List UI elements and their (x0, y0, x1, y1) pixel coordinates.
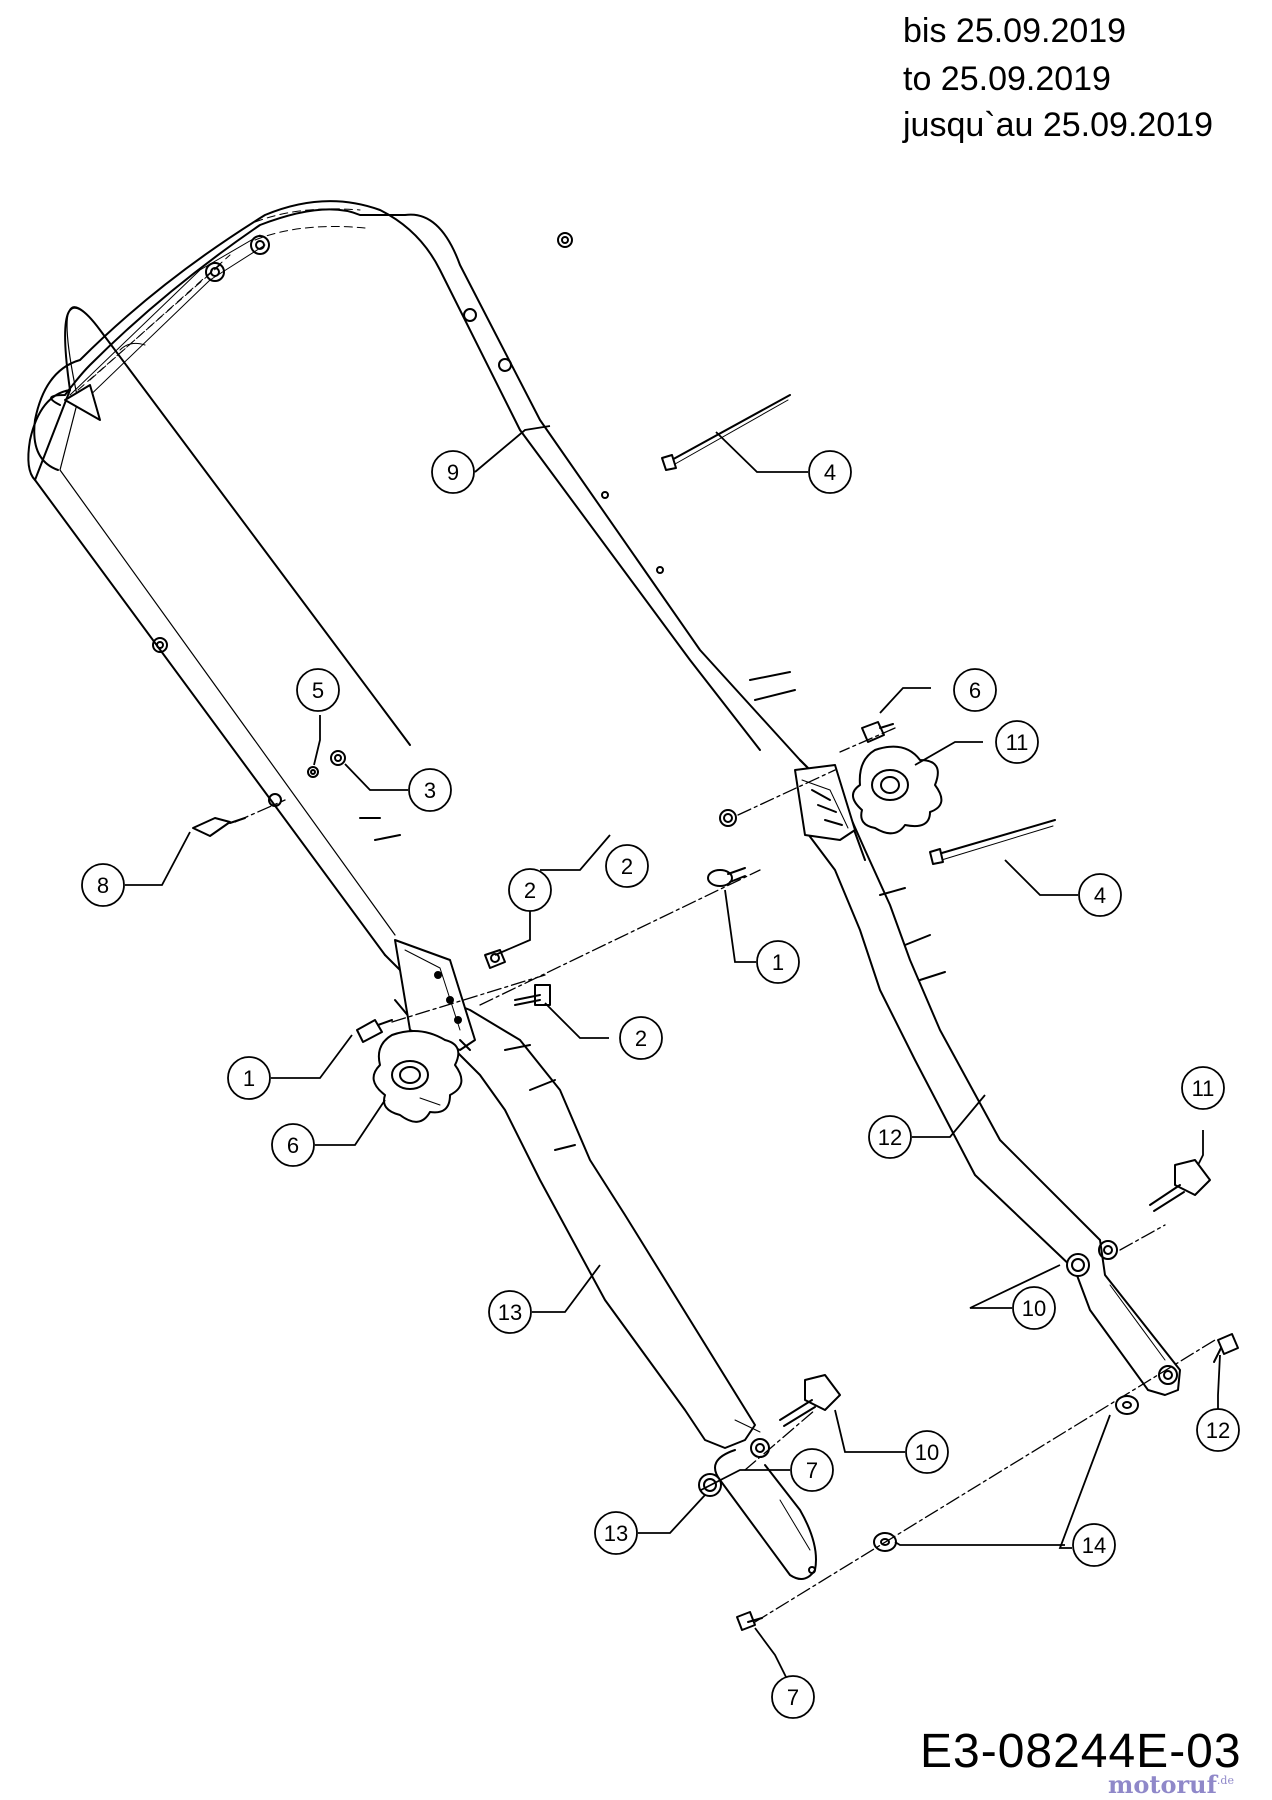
callout-circle (271, 1123, 315, 1167)
callout-number: 8 (97, 873, 109, 898)
callout-circle (953, 668, 997, 712)
lower-handle-left (384, 939, 817, 1580)
callout-circle (1012, 1286, 1056, 1330)
callout-circle (619, 1016, 663, 1060)
callout-number: 6 (969, 678, 981, 703)
callout-number: 7 (787, 1685, 799, 1710)
callout-number: 7 (806, 1458, 818, 1483)
callout-number: 9 (447, 460, 459, 485)
callout-circle (431, 450, 475, 494)
washer-14-right (1115, 1395, 1139, 1415)
knob-right (852, 745, 943, 835)
upper-handle (27, 200, 866, 956)
nut-2-right (719, 809, 737, 827)
callout-number: 10 (1022, 1296, 1046, 1321)
screw-6-right (861, 721, 894, 743)
callout-circle (1078, 873, 1122, 917)
nut-2-left (484, 949, 506, 969)
callout-circle (81, 863, 125, 907)
screw-7-right (1213, 1333, 1239, 1363)
callout-circle (605, 844, 649, 888)
callout-circle (296, 668, 340, 712)
callout-circle (594, 1511, 638, 1555)
callout-number: 2 (635, 1026, 647, 1051)
validity-fr: jusqu`au 25.09.2019 (903, 106, 1214, 144)
callout-circle (995, 720, 1039, 764)
callout-number: 11 (1192, 1076, 1215, 1101)
callout-circle (808, 450, 852, 494)
callout-number: 11 (1006, 730, 1029, 755)
callout-circle (408, 768, 452, 812)
lever-12-right (1149, 1159, 1211, 1212)
callout-circle (1181, 1066, 1225, 1110)
watermark-logo: motoruf.de (1108, 1770, 1234, 1799)
assembly-lines (234, 727, 1216, 1623)
callout-circle (1196, 1408, 1240, 1452)
callout-circle (905, 1430, 949, 1474)
callout-number: 5 (312, 678, 324, 703)
callouts (125, 425, 1221, 1686)
callout-number: 2 (621, 854, 633, 879)
washer-5 (307, 766, 319, 778)
screw-7-left (736, 1611, 763, 1631)
callout-circle (868, 1115, 912, 1159)
callout-number: 14 (1082, 1533, 1106, 1558)
validity-de: bis 25.09.2019 (903, 12, 1127, 50)
cable-tie-upper (661, 394, 791, 471)
callout-number: 12 (1206, 1418, 1230, 1443)
lever-12-left (779, 1374, 841, 1427)
callout-number: 12 (878, 1125, 902, 1150)
screw-6-left (356, 1019, 393, 1043)
callout-circle (508, 868, 552, 912)
callout-number: 3 (424, 778, 436, 803)
callout-number: 4 (824, 460, 836, 485)
callout-circle (756, 940, 800, 984)
validity-en: to 25.09.2019 (903, 60, 1111, 98)
bolt-1-right (707, 867, 746, 887)
callout-circle (771, 1675, 815, 1719)
lower-handle-right (794, 759, 1181, 1396)
callout-number: 13 (498, 1300, 522, 1325)
callout-circle (488, 1290, 532, 1334)
cable-tie-lower (929, 819, 1056, 865)
callout-number: 13 (604, 1521, 628, 1546)
callout-number: 10 (915, 1440, 939, 1465)
nut-3 (330, 750, 346, 766)
watermark-suffix: .de (1216, 1774, 1234, 1787)
drawing-code: E3-08244E-03 (920, 1725, 1242, 1778)
callout-circle (1072, 1523, 1116, 1567)
watermark-text: motoruf (1108, 1770, 1217, 1799)
callout-number: 1 (243, 1066, 255, 1091)
callout-number: 2 (524, 878, 536, 903)
callout-circle (790, 1448, 834, 1492)
callout-number: 4 (1094, 883, 1106, 908)
callout-circle (227, 1056, 271, 1100)
callout-number: 1 (772, 950, 784, 975)
knob-left (372, 1030, 463, 1123)
callout-number: 6 (287, 1133, 299, 1158)
bolt-1-left (514, 984, 551, 1006)
spacer-13-right (1066, 1253, 1090, 1277)
